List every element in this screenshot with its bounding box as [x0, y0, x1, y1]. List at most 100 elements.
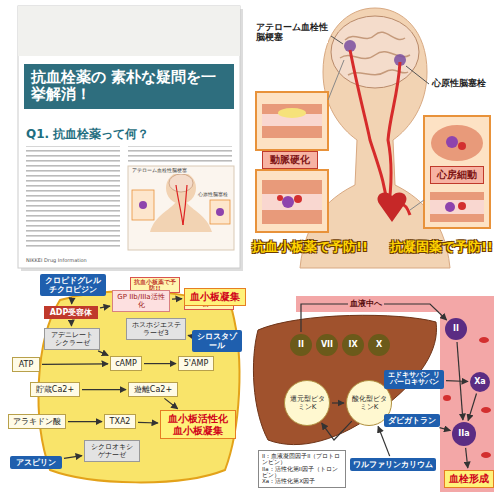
drug-box: クロピドグレル チクロピジン — [40, 274, 106, 296]
head-illustration-part — [262, 180, 322, 224]
connector-arrow — [82, 389, 126, 390]
node-text: VII — [321, 340, 333, 349]
node-text: X — [376, 340, 382, 349]
connector-arrow — [144, 363, 176, 364]
node-text: アデニレートシクラーゼ — [48, 331, 96, 347]
magazine-art-part — [150, 203, 212, 232]
magazine-art-part — [18, 6, 240, 268]
head-illustration-part — [262, 194, 322, 210]
drug-box: エドキサバン リバーロキサバン — [384, 370, 444, 389]
head-illustration-part — [458, 142, 466, 150]
connector-arrow — [446, 380, 468, 382]
magazine-art-part — [176, 185, 183, 225]
connector-arrow — [440, 428, 451, 431]
node-text: シロスタゾール — [195, 332, 239, 350]
enzyme-box: アデニレートシクラーゼ — [44, 328, 100, 350]
node-text: Xa — [474, 377, 486, 386]
head-illustration-part — [262, 104, 322, 138]
node-text: アスピリン — [13, 458, 59, 467]
connector-arrow — [64, 456, 82, 459]
magazine-art-part — [216, 208, 224, 216]
head-illustration-part — [388, 62, 400, 212]
annotation-label: アテローム血栓性脳梗塞 — [132, 168, 192, 174]
factor-circle: Xa — [470, 372, 490, 392]
connector-arrow — [138, 422, 158, 424]
molecule-box: 遊離Ca2+ — [128, 382, 178, 397]
annotation-label: 心原性脳塞栓 — [432, 78, 490, 88]
key-box: II：血液凝固因子II（プロトロンビン）IIa：活性化第II因子（トロンビン）X… — [258, 450, 346, 488]
inset-title: 動脈硬化 — [262, 151, 318, 169]
node-text: II：血液凝固因子II（プロトロンビン） — [262, 453, 342, 466]
node-text: II — [453, 324, 459, 333]
node-text: シクロオキシゲナーゼ — [88, 443, 136, 459]
node-text: エドキサバン リバーロキサバン — [387, 372, 441, 387]
connector-arrow — [71, 321, 72, 326]
liver-illustration — [253, 296, 494, 492]
head-illustration-part — [410, 200, 424, 210]
node-text: 血栓形成 — [448, 473, 490, 485]
node-text: IX — [348, 340, 357, 349]
magazine-art-part — [166, 172, 196, 204]
connector-arrow — [68, 421, 102, 422]
magazine-art-part — [169, 174, 193, 192]
node-text: ダビガトラン — [387, 416, 437, 425]
head-illustration-part — [278, 108, 306, 118]
magazine-art-part — [183, 185, 187, 225]
head-illustration-part — [406, 66, 429, 84]
magazine-art-part — [132, 190, 154, 220]
head-illustration-part — [256, 170, 328, 232]
connector-arrow — [172, 298, 182, 300]
head-illustration-part — [256, 92, 328, 150]
node-text: 抗血栓薬の 素朴な疑問を一挙解消！ — [31, 69, 227, 104]
liver-illustration-part — [479, 337, 489, 343]
outcome-box: 血栓形成 — [444, 470, 494, 488]
receptor-box: ADP受容体 — [44, 306, 98, 319]
magazine-page: Q1. 抗血栓薬って何？NIKKEI Drug Information抗血栓薬の… — [18, 6, 240, 268]
connector-arrow — [466, 448, 468, 468]
molecule-box: ATP — [12, 357, 40, 372]
annotation-label: 抗血小板薬で予防!! — [252, 240, 386, 255]
head-illustration-part — [328, 60, 344, 100]
drug-box: シロスタゾール — [192, 330, 242, 352]
drug-box: ワルファリンカリウム — [350, 458, 436, 471]
magazine-art-part — [210, 200, 230, 224]
enzyme-box: ホスホジエステラーゼ3 — [126, 318, 186, 340]
liver-illustration-part — [443, 395, 451, 401]
head-illustration-part — [431, 125, 483, 161]
outcome-box: 血小板活性化 血小板凝集 — [160, 410, 236, 439]
factor-circle: X — [368, 334, 390, 356]
molecule-box: アラキドン酸 — [8, 414, 66, 429]
node-text: IIa — [458, 429, 469, 438]
node-text: Q1. 抗血栓薬って何？ — [26, 128, 149, 142]
annotation-label: アテローム血栓性脳梗塞 — [256, 22, 328, 43]
head-illustration-part — [277, 195, 283, 201]
molecule-box: 貯蔵Ca2+ — [30, 382, 80, 397]
annotation-label: 抗凝固薬で予防!! — [390, 240, 494, 255]
vitamin-k-circle: 還元型ビタミンK — [284, 380, 330, 426]
connector-arrow — [332, 402, 344, 403]
magazine-art-part — [128, 146, 232, 162]
node-text: 貯蔵Ca2+ — [34, 385, 76, 394]
factor-circle: VII — [316, 334, 338, 356]
magazine-art-part — [128, 166, 234, 250]
head-illustration-part — [424, 116, 490, 228]
node-text: 遊離Ca2+ — [132, 385, 174, 394]
liver-illustration-part — [481, 407, 491, 413]
head-illustration-part — [458, 202, 466, 210]
magazine-art-part — [18, 6, 240, 56]
connector-arrow — [378, 426, 390, 456]
drug-box: ダビガトラン — [384, 414, 440, 427]
magazine-art-part — [26, 146, 120, 248]
connector-arrow — [188, 335, 190, 337]
inset-title: 心房細動 — [430, 166, 484, 184]
node-text: ホスホジエステラーゼ3 — [130, 321, 182, 337]
node-text: 動脈硬化 — [266, 154, 314, 166]
head-illustration-part — [350, 50, 388, 212]
head-illustration — [256, 8, 490, 268]
node-text: 心房細動 — [434, 169, 480, 181]
head-illustration-part — [430, 200, 484, 214]
process-box: GP IIb/IIIa活性化 — [112, 290, 170, 312]
connector-arrow — [468, 394, 476, 421]
connector-arrow — [42, 363, 108, 365]
